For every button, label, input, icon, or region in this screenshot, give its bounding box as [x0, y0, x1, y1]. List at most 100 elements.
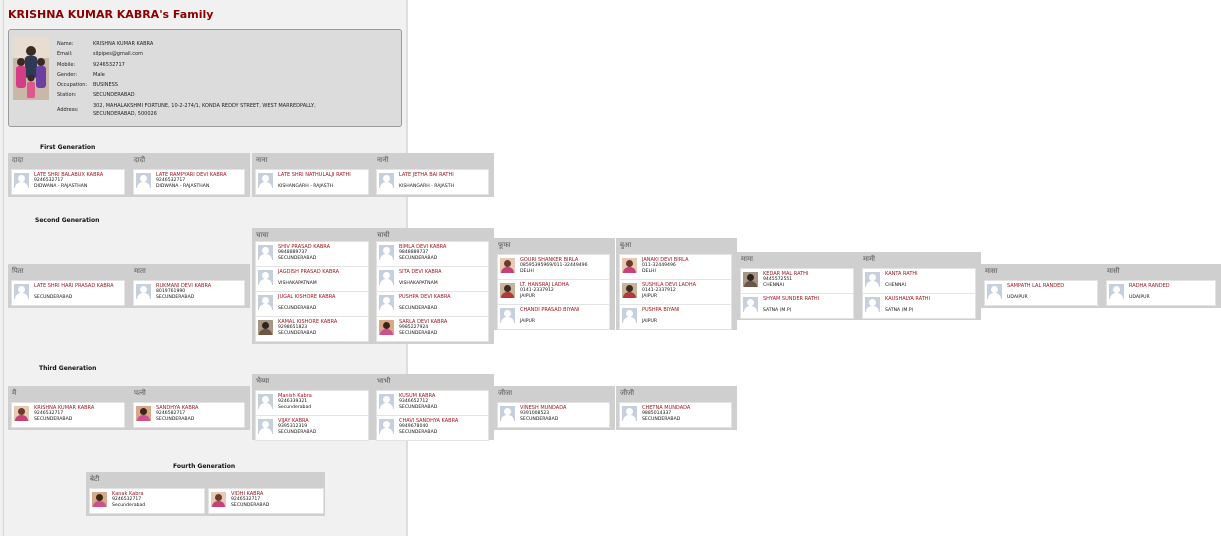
person-name-link[interactable]: PUSHPA BIYANI [642, 307, 680, 313]
person-avatar-icon[interactable] [14, 406, 29, 421]
person-avatar-icon[interactable] [136, 406, 151, 421]
person-name-link[interactable]: LATE SHRI NATHULALJI RATHI [278, 172, 351, 178]
person-name-link[interactable]: CHANDI PRASAD BIYANI [520, 307, 580, 313]
person-name-link[interactable]: LT. HANSRAJ LADHA [520, 282, 569, 288]
person-name-link[interactable]: JAGDISH PRASAD KABRA [278, 269, 340, 275]
person-name-link[interactable]: KEDAR MAL RATHI [763, 271, 809, 277]
person-name-link[interactable]: SHYAM SUNDER RATHI [763, 296, 820, 302]
person-avatar-icon[interactable] [258, 245, 273, 260]
person-avatar-icon[interactable] [258, 270, 273, 285]
person-name-link[interactable]: LATE SHRI BALABUX KABRA [34, 172, 104, 178]
person-name-link[interactable]: RUKMANI DEVI KABRA [156, 283, 212, 289]
person-name-link[interactable]: VIJAY KABRA [278, 418, 309, 424]
person-name-link[interactable]: LATE JETHA BAI RATHI [399, 172, 454, 178]
person-name-link[interactable]: KUSUM KABRA [399, 393, 436, 399]
person-avatar-icon[interactable] [136, 284, 151, 299]
person-avatar-icon[interactable] [500, 283, 515, 298]
family-photo[interactable] [13, 38, 49, 100]
person-avatar-icon[interactable] [500, 308, 515, 323]
person-avatar-icon[interactable] [622, 308, 637, 323]
person-avatar-icon[interactable] [379, 295, 394, 310]
person-avatar-icon[interactable] [500, 406, 515, 421]
person-avatar-icon[interactable] [14, 284, 29, 299]
person-name-link[interactable]: PUSHPA DEVI KABRA [399, 294, 451, 300]
person-name-link[interactable]: Kanak Kabra [112, 491, 144, 497]
person-name-link[interactable]: KAMAL KISHORE KABRA [278, 319, 338, 325]
person-avatar-icon[interactable] [865, 272, 880, 287]
person-avatar-icon[interactable] [1109, 284, 1124, 299]
person-avatar-icon[interactable] [258, 173, 273, 188]
person-name-link[interactable]: SITA DEVI KABRA [399, 269, 442, 275]
person-name-link[interactable]: CHAVI SANDHYA KABRA [399, 418, 459, 424]
person-avatar-icon[interactable] [379, 173, 394, 188]
person-avatar-icon[interactable] [622, 258, 637, 273]
person-avatar-icon[interactable] [14, 173, 29, 188]
person-name-link[interactable]: KAUSHALYA RATHI [885, 296, 931, 302]
person-avatar-icon[interactable] [379, 245, 394, 260]
person-name-link[interactable]: SUSHILA DEVI LADHA [642, 282, 696, 288]
person-avatar-icon[interactable] [211, 492, 226, 507]
person-name-link[interactable]: SANDHYA KABRA [156, 405, 199, 411]
person-avatar-icon[interactable] [379, 320, 394, 335]
person-avatar-icon[interactable] [743, 272, 758, 287]
person-avatar-icon[interactable] [622, 283, 637, 298]
person-name-link[interactable]: JUGAL KISHORE KABRA [278, 294, 336, 300]
person-name-link[interactable]: RADHA RANDED [1129, 283, 1170, 289]
person-name-link[interactable]: LATE RAMPYARI DEVI KABRA [156, 172, 227, 178]
person-name-link[interactable]: KRISHNA KUMAR KABRA [34, 405, 95, 411]
person-avatar-icon[interactable] [258, 320, 273, 335]
person-avatar-icon[interactable] [258, 419, 273, 434]
person-name-link[interactable]: CHETNA MUNDADA [642, 405, 691, 411]
person-name-link[interactable]: SHIV PRASAD KABRA [278, 244, 330, 250]
person-avatar-icon[interactable] [500, 258, 515, 273]
person-avatar-icon[interactable] [136, 173, 151, 188]
person-avatar-icon[interactable] [258, 295, 273, 310]
person-avatar-icon[interactable] [379, 394, 394, 409]
person-name-link[interactable]: SARLA DEVI KABRA [399, 319, 448, 325]
person-name-link[interactable]: Manish Kabra [278, 393, 312, 399]
person-name-link[interactable]: SAMPATH LAL RANDED [1007, 283, 1065, 289]
person-avatar-icon[interactable] [743, 297, 758, 312]
person-avatar-icon[interactable] [379, 419, 394, 434]
person-avatar-icon[interactable] [379, 270, 394, 285]
person-avatar-icon[interactable] [865, 297, 880, 312]
person-name-link[interactable]: VINESH MUNDADA [520, 405, 567, 411]
person-name-link[interactable]: KANTA RATHI [885, 271, 918, 277]
person-avatar-icon[interactable] [987, 284, 1002, 299]
person-avatar-icon[interactable] [258, 394, 273, 409]
person-avatar-icon[interactable] [622, 406, 637, 421]
